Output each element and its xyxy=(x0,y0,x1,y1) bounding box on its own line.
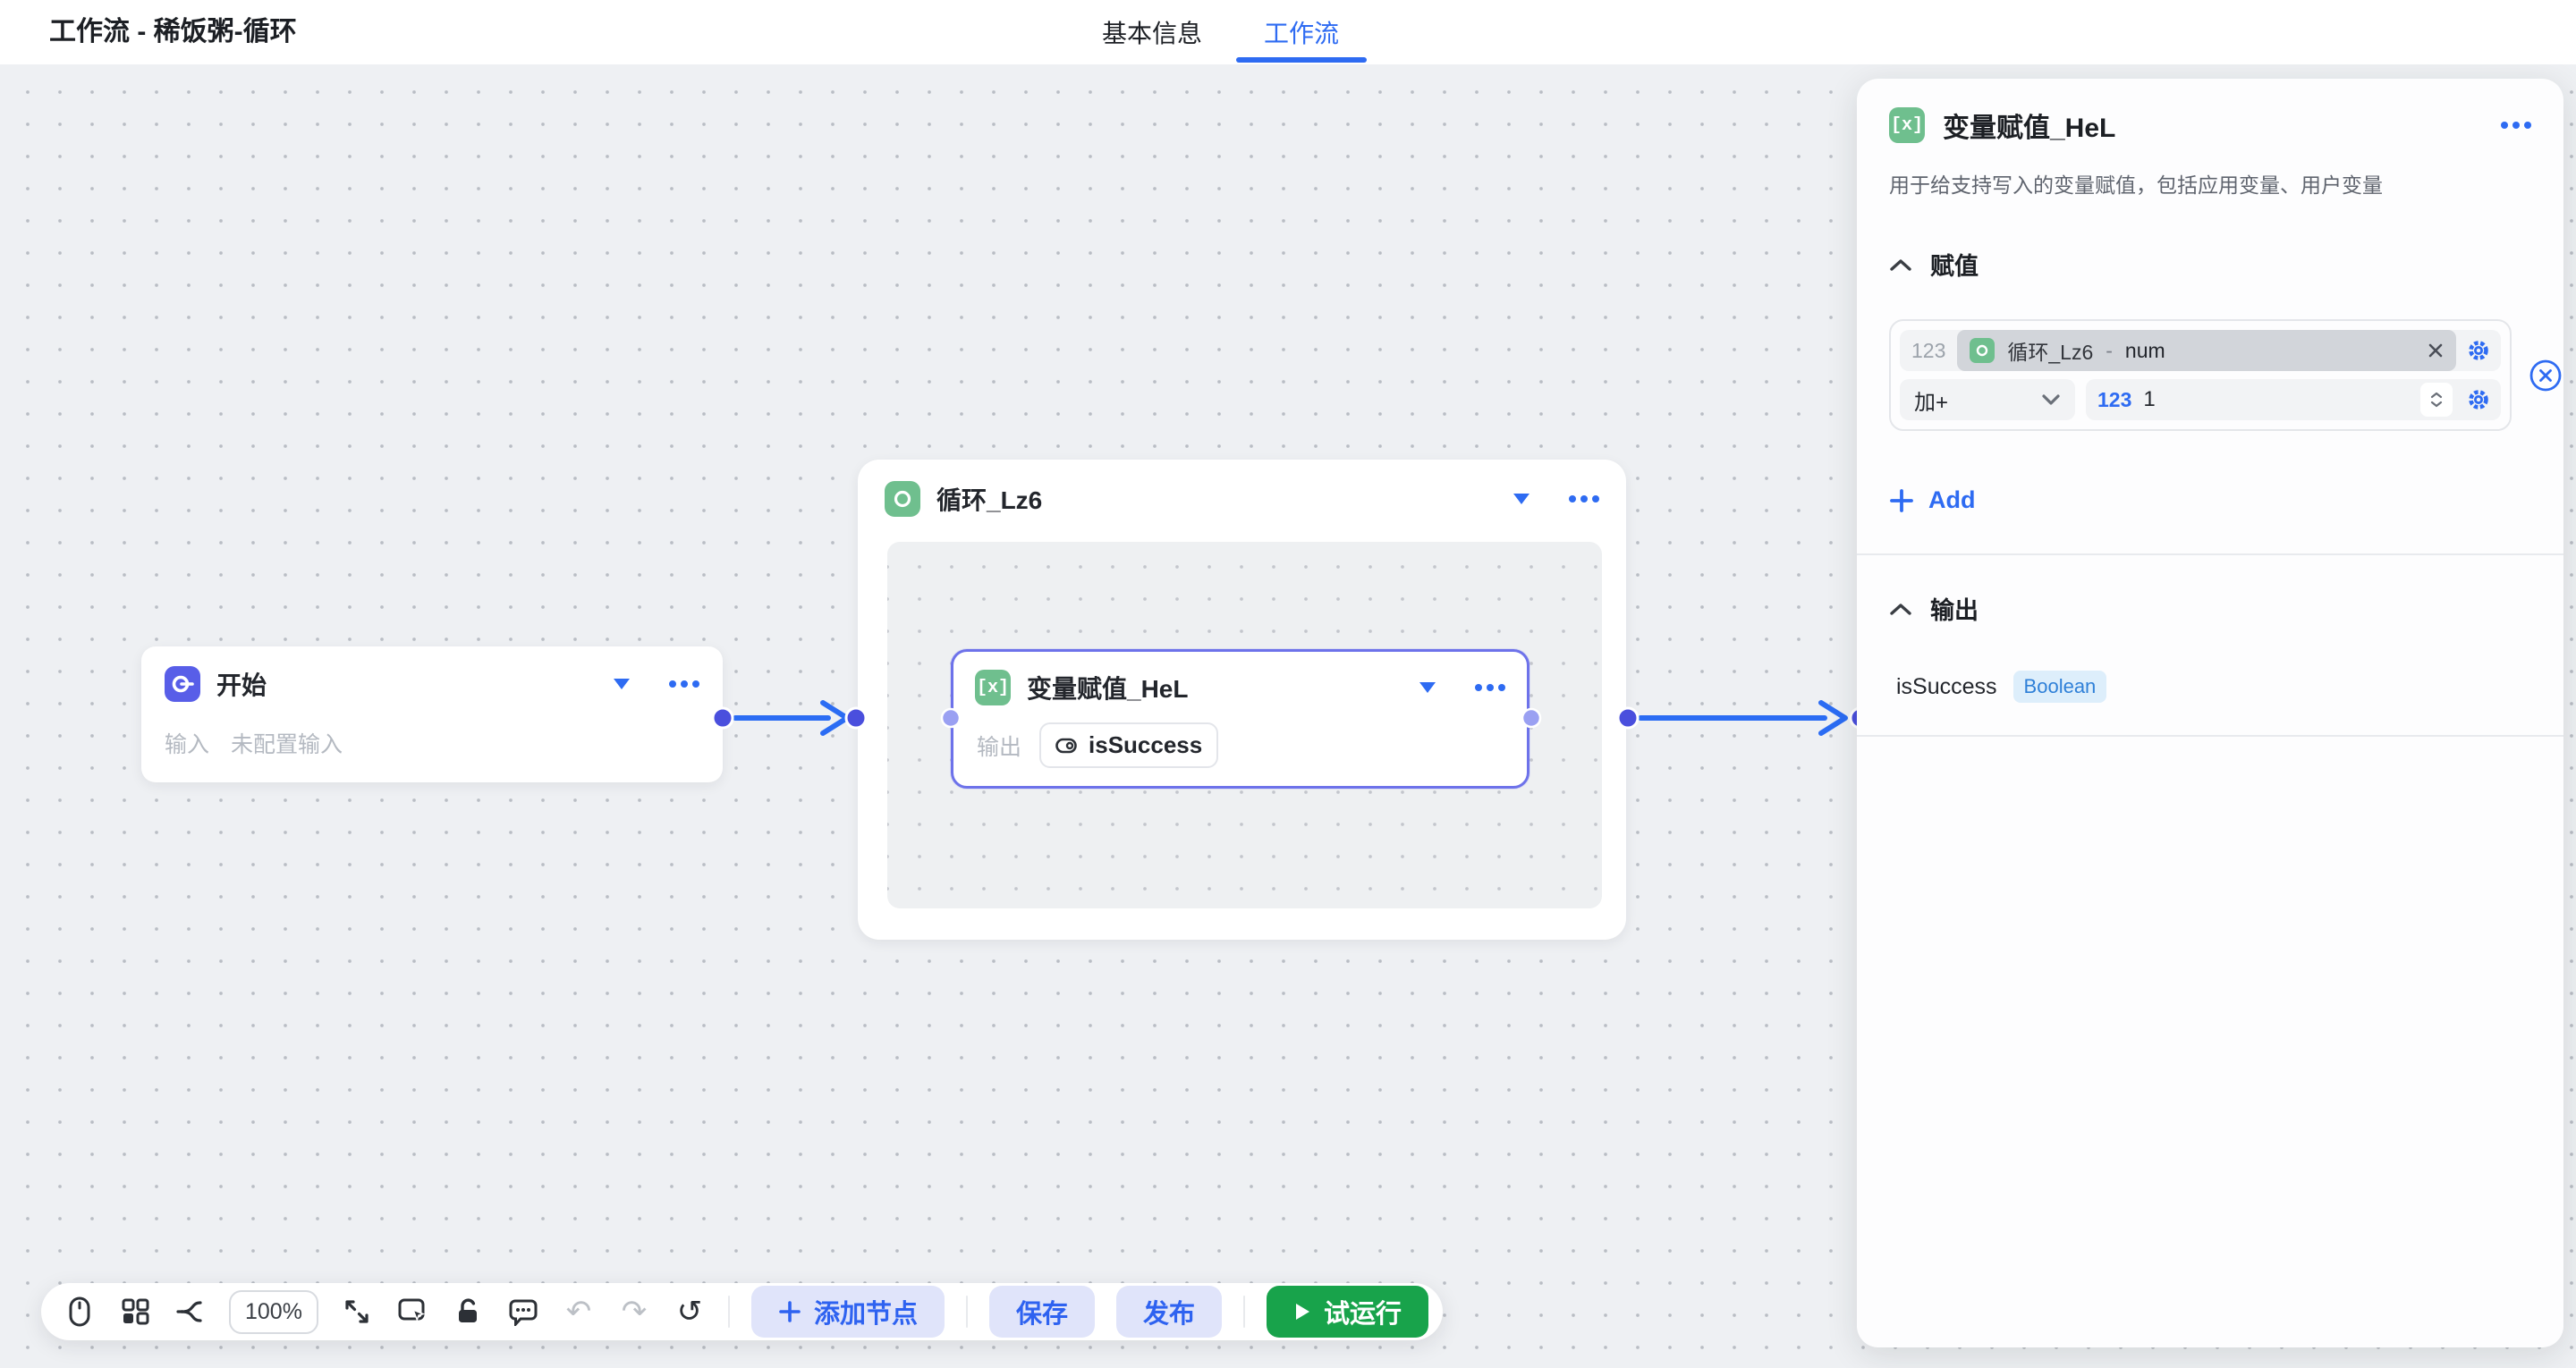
toolbar-divider xyxy=(1243,1296,1245,1328)
node-config-panel: [x] 变量赋值_HeL 用于给支持写入的变量赋值，包括应用变量、用户变量 赋值… xyxy=(1857,79,2563,1347)
output-section-title: 输出 xyxy=(1930,591,1979,626)
chevron-down-icon xyxy=(2041,393,2061,406)
value-settings-gear-icon[interactable] xyxy=(2456,379,2501,420)
power-start-icon xyxy=(171,672,194,696)
loop-node-more-menu[interactable] xyxy=(1569,495,1599,502)
loop-node-icon xyxy=(885,481,920,517)
plus-icon xyxy=(778,1300,801,1323)
output-section-toggle[interactable]: 输出 xyxy=(1857,591,2563,626)
assign-output-pill[interactable]: isSuccess xyxy=(1039,722,1218,768)
chevron-up-icon xyxy=(1889,258,1912,272)
loop-node-title: 循环_Lz6 xyxy=(936,481,1497,517)
start-node-collapse-arrow[interactable] xyxy=(614,679,630,689)
panel-more-menu[interactable] xyxy=(2501,122,2531,129)
start-node-input-label: 输入 xyxy=(165,727,209,759)
tab-group: 基本信息 工作流 xyxy=(1093,0,1367,64)
auto-layout-icon[interactable] xyxy=(118,1295,152,1329)
tab-basic-info[interactable]: 基本信息 xyxy=(1093,0,1211,64)
test-run-button[interactable]: 试运行 xyxy=(1267,1286,1428,1338)
mouse-mode-icon[interactable] xyxy=(63,1295,97,1329)
variable-assign-node[interactable]: [x] 变量赋值_HeL 输出 isSuccess xyxy=(951,649,1530,789)
save-button[interactable]: 保存 xyxy=(989,1286,1095,1338)
target-settings-gear-icon[interactable] xyxy=(2456,330,2501,371)
output-name: isSuccess xyxy=(1896,674,1997,700)
start-node[interactable]: 开始 输入 未配置输入 xyxy=(141,646,723,782)
lock-icon[interactable] xyxy=(451,1295,485,1329)
variable-assign-more-menu[interactable] xyxy=(1475,684,1505,691)
panel-description: 用于给支持写入的变量赋值，包括应用变量、用户变量 xyxy=(1857,168,2563,198)
page-title: 工作流 - 稀饭粥-循环 xyxy=(49,0,297,64)
start-node-title: 开始 xyxy=(216,666,597,702)
clear-variable-icon[interactable] xyxy=(2428,342,2444,359)
number-stepper[interactable] xyxy=(2420,383,2453,417)
toolbar-divider xyxy=(966,1296,968,1328)
stepper-down-icon[interactable] xyxy=(2430,401,2443,408)
add-node-button[interactable]: 添加节点 xyxy=(751,1286,945,1338)
redo-icon[interactable]: ↷ xyxy=(617,1295,651,1329)
toolbar-divider xyxy=(728,1296,730,1328)
variable-ref-pill[interactable]: 循环_Lz6 - num xyxy=(1957,330,2456,371)
assign-value-row: 加+ 123 xyxy=(1900,379,2501,420)
comment-icon[interactable] xyxy=(506,1295,540,1329)
operator-select[interactable]: 加+ xyxy=(1900,379,2075,420)
start-node-more-menu[interactable] xyxy=(669,680,699,688)
panel-node-icon: [x] xyxy=(1889,107,1925,143)
top-bar: 工作流 - 稀饭粥-循环 基本信息 工作流 xyxy=(0,0,2576,64)
publish-button[interactable]: 发布 xyxy=(1116,1286,1222,1338)
bracket-x-icon: [x] xyxy=(977,678,1009,698)
assign-output-label: 输出 xyxy=(977,730,1021,762)
undo-icon[interactable]: ↶ xyxy=(562,1295,596,1329)
start-node-input-value: 未配置输入 xyxy=(231,727,343,759)
output-item: isSuccess Boolean xyxy=(1896,671,2563,703)
bracket-x-icon: [x] xyxy=(1891,115,1923,136)
variable-node-name: 循环_Lz6 xyxy=(2007,335,2093,366)
value-type-tag: 123 xyxy=(2086,388,2143,412)
variable-assign-node-icon: [x] xyxy=(975,670,1011,705)
panel-divider xyxy=(1857,735,2563,737)
loop-circle-icon xyxy=(892,488,913,510)
assign-target-field: 123 循环_Lz6 - num xyxy=(1900,330,2501,371)
output-type-badge: Boolean xyxy=(2013,671,2107,703)
panel-divider xyxy=(1857,553,2563,555)
add-assignment-button[interactable]: Add xyxy=(1857,486,2007,514)
loop-mini-icon xyxy=(1970,338,1995,363)
variable-separator: - xyxy=(2106,339,2113,363)
variable-field-name: num xyxy=(2125,339,2165,363)
variable-assign-node-title: 变量赋值_HeL xyxy=(1027,670,1403,705)
assign-output-value: isSuccess xyxy=(1089,731,1202,759)
boolean-toggle-icon xyxy=(1055,737,1078,755)
stepper-up-icon[interactable] xyxy=(2430,392,2443,399)
tab-workflow[interactable]: 工作流 xyxy=(1236,0,1367,64)
assign-section-toggle[interactable]: 赋值 xyxy=(1857,247,2563,282)
remove-assignment-icon[interactable] xyxy=(2528,358,2563,393)
assign-section-title: 赋值 xyxy=(1930,247,1979,282)
loop-node-collapse-arrow[interactable] xyxy=(1513,494,1530,504)
value-input[interactable] xyxy=(2143,387,2420,412)
assignment-group: 123 循环_Lz6 - num 加+ xyxy=(1889,319,2512,431)
assignment-row: 123 循环_Lz6 - num 加+ xyxy=(1857,319,2563,431)
canvas-toolbar: 100% ↶ ↷ ↺ 添加节点 保存 发布 试运行 xyxy=(41,1283,1443,1340)
operator-value: 加+ xyxy=(1914,384,1948,416)
select-area-icon[interactable] xyxy=(395,1295,429,1329)
target-type-tag: 123 xyxy=(1900,339,1957,363)
zoom-level-control[interactable]: 100% xyxy=(229,1290,318,1334)
value-input-field: 123 xyxy=(2086,379,2501,420)
loop-node[interactable]: 循环_Lz6 [x] 变量赋值_HeL 输出 isSuccess xyxy=(858,460,1626,940)
plus-icon xyxy=(1889,488,1914,513)
chevron-up-icon xyxy=(1889,602,1912,616)
start-node-icon xyxy=(165,666,200,702)
panel-title: 变量赋值_HeL xyxy=(1943,106,2460,145)
play-icon xyxy=(1293,1302,1311,1322)
history-icon[interactable]: ↺ xyxy=(673,1295,707,1329)
minimap-branch-icon[interactable] xyxy=(174,1295,208,1329)
fit-view-icon[interactable] xyxy=(340,1295,374,1329)
variable-assign-collapse-arrow[interactable] xyxy=(1419,682,1436,693)
